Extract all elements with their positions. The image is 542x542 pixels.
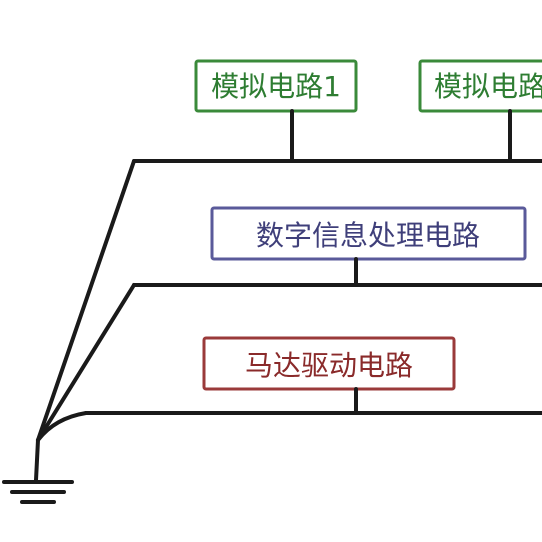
analog-circuit-1-label: 模拟电路1 [211, 70, 341, 103]
analog-circuit-1-block: 模拟电路1 [194, 59, 358, 113]
motor-drive-label: 马达驱动电路 [245, 349, 413, 382]
analog-circuit-2-box [418, 59, 542, 113]
ground-return-1 [36, 159, 136, 442]
digital-processing-label: 数字信息处理电路 [256, 219, 480, 252]
analog-circuit-1-box [194, 59, 358, 113]
motor-drive-block: 马达驱动电路 [202, 336, 456, 391]
digital-processing-box [210, 206, 527, 261]
ground-stem [34, 438, 40, 482]
motor-drive-box [202, 336, 456, 391]
analog-circuit-2-block: 模拟电路 [418, 59, 542, 113]
ground-icon [2, 438, 74, 504]
ground-return-3 [36, 411, 88, 442]
analog-circuit-2-label: 模拟电路 [434, 70, 542, 103]
digital-processing-block: 数字信息处理电路 [210, 206, 527, 261]
ground-return-2 [36, 283, 136, 442]
